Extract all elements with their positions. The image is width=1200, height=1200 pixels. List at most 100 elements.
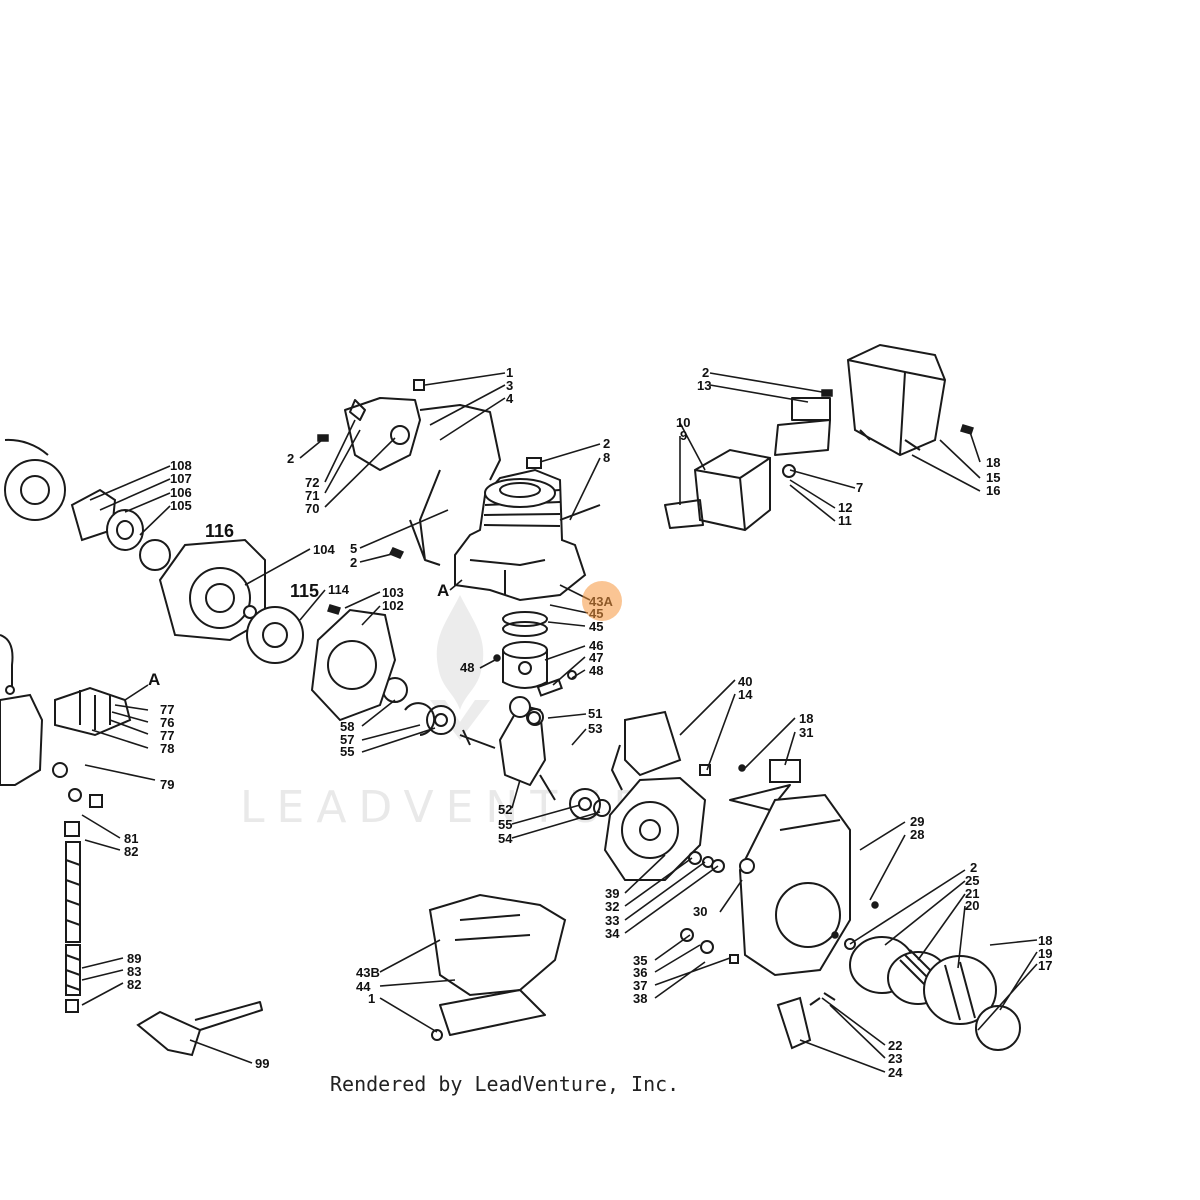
callout-46: 46 — [589, 638, 603, 653]
callout-70: 70 — [305, 501, 319, 516]
callout-79: 79 — [160, 777, 174, 792]
callout-115: 115 — [290, 581, 319, 601]
callout-54: 54 — [498, 831, 513, 846]
callout-3: 3 — [506, 378, 513, 393]
callout-28: 28 — [910, 827, 924, 842]
callout-82: 82 — [124, 844, 138, 859]
callout-108: 108 — [170, 458, 192, 473]
cylinder-assembly — [454, 468, 587, 602]
piston-rings — [502, 611, 548, 637]
callout-45: 45 — [589, 619, 603, 634]
callout-47: 47 — [589, 650, 603, 665]
callout-36: 36 — [633, 965, 647, 980]
callout-77: 77 — [160, 702, 174, 717]
callout-78: 78 — [160, 741, 174, 756]
callout-102: 102 — [382, 598, 404, 613]
callout-A: A — [437, 581, 449, 600]
callout-55: 55 — [340, 744, 354, 759]
callout-8: 8 — [603, 450, 610, 465]
callout-38: 38 — [633, 991, 647, 1006]
callout-10: 10 — [676, 415, 690, 430]
callout-35: 35 — [633, 953, 647, 968]
clutch-parts — [4, 438, 171, 571]
engine-housing — [344, 379, 542, 566]
callout-25: 25 — [965, 873, 979, 888]
callout-20: 20 — [965, 898, 979, 913]
callout-39: 39 — [605, 886, 619, 901]
callout-77: 77 — [160, 728, 174, 743]
callout-105: 105 — [170, 498, 192, 513]
clutch-drum — [158, 538, 304, 664]
piston — [493, 641, 563, 697]
callout-18: 18 — [799, 711, 813, 726]
callout-114: 114 — [328, 582, 350, 597]
callout-5: 5 — [350, 541, 357, 556]
callout-19: 19 — [1038, 946, 1052, 961]
callout-18: 18 — [1038, 933, 1052, 948]
callout-116: 116 — [205, 521, 234, 541]
callout-48: 48 — [460, 660, 474, 675]
callout-53: 53 — [588, 721, 602, 736]
callout-48: 48 — [589, 663, 603, 678]
bearings — [382, 677, 611, 820]
callout-2: 2 — [350, 555, 357, 570]
callout-17: 17 — [1038, 958, 1052, 973]
crankcase-cover — [310, 608, 397, 722]
callout-72: 72 — [305, 475, 319, 490]
callout-89: 89 — [127, 951, 141, 966]
callout-43B: 43B — [356, 965, 380, 980]
ignition-coil — [611, 710, 711, 791]
callout-15: 15 — [986, 470, 1000, 485]
leader-lines — [81, 372, 1038, 1073]
callout-83: 83 — [127, 964, 141, 979]
fasteners — [5, 389, 974, 964]
carburetor — [0, 634, 132, 808]
callout-51: 51 — [588, 706, 602, 721]
callout-37: 37 — [633, 978, 647, 993]
muffler-cover — [846, 343, 947, 457]
callout-76: 76 — [160, 715, 174, 730]
callout-34: 34 — [605, 926, 620, 941]
callout-29: 29 — [910, 814, 924, 829]
muffler — [664, 397, 831, 532]
fan-housing — [738, 793, 879, 977]
callout-2: 2 — [603, 436, 610, 451]
callout-82: 82 — [127, 977, 141, 992]
callout-11: 11 — [838, 513, 852, 528]
callout-14: 14 — [738, 687, 753, 702]
callout-103: 103 — [382, 585, 404, 600]
callout-58: 58 — [340, 719, 354, 734]
recoil-starter — [776, 936, 1021, 1051]
callout-104: 104 — [313, 542, 335, 557]
callout-9: 9 — [680, 428, 687, 443]
callout-12: 12 — [838, 500, 852, 515]
callout-107: 107 — [170, 471, 192, 486]
callout-2: 2 — [702, 365, 709, 380]
drive-shaft — [64, 821, 81, 1013]
crankshaft — [459, 696, 556, 801]
callout-40: 40 — [738, 674, 752, 689]
callout-32: 32 — [605, 899, 619, 914]
lower-crankcase — [428, 893, 567, 1041]
callout-4: 4 — [506, 391, 514, 406]
callout-1: 1 — [506, 365, 513, 380]
callout-2: 2 — [970, 860, 977, 875]
stop-switch — [729, 759, 801, 811]
spark-plug-wrench — [136, 1001, 263, 1057]
callout-99: 99 — [255, 1056, 269, 1071]
callout-22: 22 — [888, 1038, 902, 1053]
callout-57: 57 — [340, 732, 354, 747]
callout-44: 44 — [356, 979, 371, 994]
callout-71: 71 — [305, 488, 319, 503]
callout-31: 31 — [799, 725, 813, 740]
callout-23: 23 — [888, 1051, 902, 1066]
flywheel — [603, 776, 725, 881]
callout-33: 33 — [605, 913, 619, 928]
callout-A: A — [148, 670, 160, 689]
callout-2: 2 — [287, 451, 294, 466]
callout-106: 106 — [170, 485, 192, 500]
callout-7: 7 — [856, 480, 863, 495]
callout-18: 18 — [986, 455, 1000, 470]
